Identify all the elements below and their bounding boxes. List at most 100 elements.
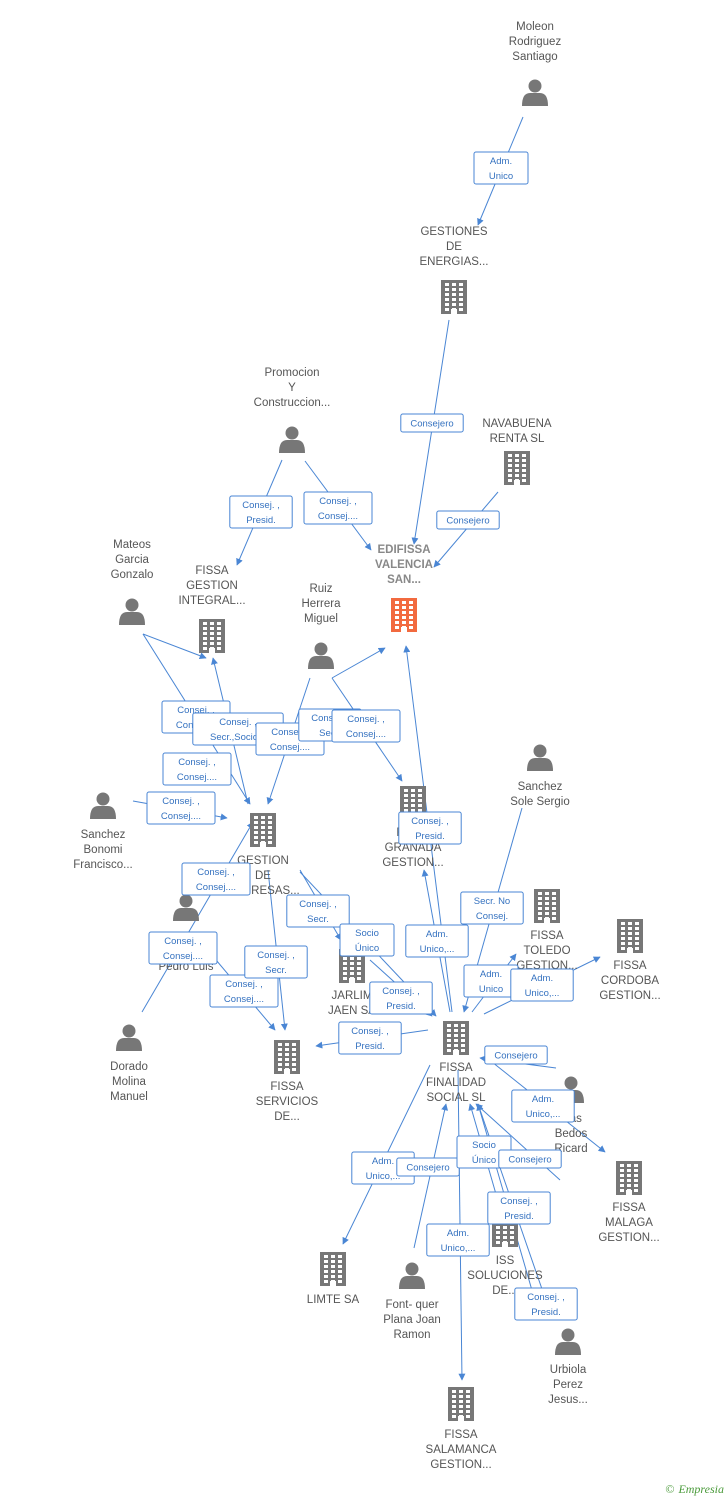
node-limte[interactable]: LIMTE SA [307, 1252, 360, 1306]
edge-label-bedos-fissa_finalidad[interactable]: Consejero [484, 1045, 548, 1065]
edge-label-font-fissa_finalidad[interactable]: Consejero [396, 1157, 460, 1177]
node-label: MALAGA [605, 1217, 653, 1229]
edge-label-text: Único [472, 1155, 496, 1166]
edge-label-pedro-fissa_servicios[interactable]: Consej. ,Consej.... [209, 974, 279, 1008]
node-label: Construccion... [254, 397, 331, 409]
edge-label-gestiones-edifissa[interactable]: Consejero [400, 413, 464, 433]
node-label: NAVABUENA [482, 418, 552, 430]
edge-label-ruiz-fissa_granada[interactable]: Consej. ,Consej.... [331, 709, 401, 743]
edge-label-fissa_finalidad-fissa_granada[interactable]: Adm.Unico,... [405, 924, 469, 958]
node-label: Bonomi [84, 844, 123, 856]
node-label: Moleon [516, 21, 554, 33]
node-label: JARLIM [332, 990, 373, 1002]
edge-label-text: Adm. [480, 969, 502, 980]
node-label: Dorado [110, 1061, 148, 1073]
edge-label-moleon-gestiones[interactable]: Adm.Unico [473, 151, 529, 185]
edge-label-pedro-fissa_integral[interactable]: Consej. , Consej.... [181, 862, 251, 896]
edge-label-gestion_empresas-jarlim[interactable]: Consej. ,Secr. [286, 894, 350, 928]
node-label: SALAMANCA [426, 1444, 497, 1456]
node-label: SAN... [387, 574, 421, 586]
edge-label-fissa_finalidad-edifissa[interactable]: Consej. ,Presid. [398, 811, 462, 845]
building-icon [504, 451, 530, 485]
node-label: Molina [112, 1076, 146, 1088]
node-label: JAEN SA [328, 1005, 376, 1017]
edge-label-urbiola-fissa_finalidad[interactable]: Consej. ,Presid. [514, 1287, 578, 1321]
edge-label-mateos-fissa_integral[interactable]: Consej. ,Consej.... [162, 752, 232, 786]
edge-label-text: Adm. [447, 1228, 469, 1239]
building-icon [274, 1040, 300, 1074]
node-fissa_salamanca[interactable]: FISSA SALAMANCA GESTION... [426, 1387, 497, 1471]
node-fissa_integral[interactable]: FISSAGESTIONINTEGRAL... [178, 565, 246, 653]
edge-label-jarlim-fissa_finalidad[interactable]: Consej. ,Presid. [369, 981, 433, 1015]
person-icon [555, 1328, 581, 1355]
node-label: DE [446, 241, 462, 253]
person-icon [173, 894, 199, 921]
edge-label-text: Consejero [406, 1163, 449, 1174]
edge-label-navabuena-edifissa[interactable]: Consejero [436, 510, 500, 530]
node-label: FISSA [444, 1429, 478, 1441]
node-fissa_servicios[interactable]: FISSASERVICIOSDE... [256, 1040, 319, 1123]
node-label: GESTION... [382, 857, 443, 869]
edge-label-text: Consejero [494, 1051, 537, 1062]
edge-label-text: Consej. , [197, 867, 235, 878]
building-icon [199, 619, 225, 653]
edge-label-fissa_finalidad-fissa_toledo[interactable]: Adm.Unico [463, 964, 519, 998]
edge-label-fissa_finalidad-fissa_salamanca[interactable]: Adm.Unico,... [426, 1223, 490, 1257]
node-label: Gonzalo [111, 569, 154, 581]
node-label: GESTION... [430, 1459, 491, 1471]
node-label: FISSA [530, 930, 564, 942]
edge-label-urbiola-fissa_finalidad[interactable]: Consej. ,Presid. [487, 1191, 551, 1225]
edge-label-dorado-gestion_empresas[interactable]: Consej. , Consej.... [148, 931, 218, 965]
edge-label-fissa_finalidad-fissa_servicios[interactable]: Consej. ,Presid. [338, 1021, 402, 1055]
node-urbiola[interactable]: UrbiolaPerezJesus... [548, 1328, 588, 1407]
node-label: ENERGIAS... [419, 256, 488, 268]
node-sanchez_bonomi[interactable]: SanchezBonomiFrancisco... [73, 792, 133, 872]
footer-brand[interactable]: ©Empresia [665, 1482, 724, 1497]
edge-label-text: Consej. , [527, 1292, 565, 1303]
building-icon [616, 1161, 642, 1195]
node-label: DE [255, 870, 271, 882]
node-gestiones[interactable]: GESTIONESDEENERGIAS... [419, 226, 489, 314]
edge-label-text: Consej.... [177, 772, 217, 783]
edge-label-text: Consej.... [163, 951, 203, 962]
node-promocion[interactable]: PromocionYConstruccion... [254, 367, 331, 453]
edge-label-text: Consej. , [219, 717, 257, 728]
edge-label-text: Unico,... [366, 1171, 401, 1182]
edge-label-text: Consej. , [319, 496, 357, 507]
node-fissa_cordoba[interactable]: FISSACORDOBAGESTION... [599, 919, 661, 1002]
edge-label-promocion-edifissa[interactable]: Consej. ,Consej.... [303, 491, 373, 525]
node-label: INTEGRAL... [178, 595, 245, 607]
node-fissa_malaga[interactable]: FISSAMALAGAGESTION... [598, 1161, 660, 1244]
person-icon [90, 792, 116, 819]
node-label: EDIFISSA [377, 544, 430, 556]
node-jarlim[interactable]: JARLIM JAEN SA [328, 949, 376, 1017]
edge-label-text: Consej.... [270, 742, 310, 753]
edge-label-text: Consej.... [196, 882, 236, 893]
edge-label-fissa_finalidad-fissa_cordoba[interactable]: Adm.Unico,... [510, 968, 574, 1002]
node-fissa_toledo[interactable]: FISSATOLEDOGESTION... [516, 889, 578, 972]
node-edifissa[interactable]: EDIFISSAVALENCIASAN... [375, 544, 433, 632]
node-label: Herrera [302, 598, 342, 610]
edge-label-gestion_empresas-fissa_servicios[interactable]: Consej. ,Secr. [244, 945, 308, 979]
node-label: Bedos [555, 1128, 588, 1140]
edge-label-promocion-fissa_integral[interactable]: Consej. ,Presid. [229, 495, 293, 529]
edge-label-text: Consej. , [164, 936, 202, 947]
edge-label-fissa_finalidad-fissa_malaga[interactable]: Adm.Unico,... [511, 1089, 575, 1123]
edge-label-sanchez_bonomi-gestion_empresas[interactable]: Consej. ,Consej.... [146, 791, 216, 825]
edge-label-bedos-fissa_finalidad[interactable]: Consejero [498, 1149, 562, 1169]
node-label: Sanchez [81, 829, 126, 841]
edge-label-text: Socio [472, 1140, 496, 1151]
edge-label-text: Consej.... [346, 729, 386, 740]
